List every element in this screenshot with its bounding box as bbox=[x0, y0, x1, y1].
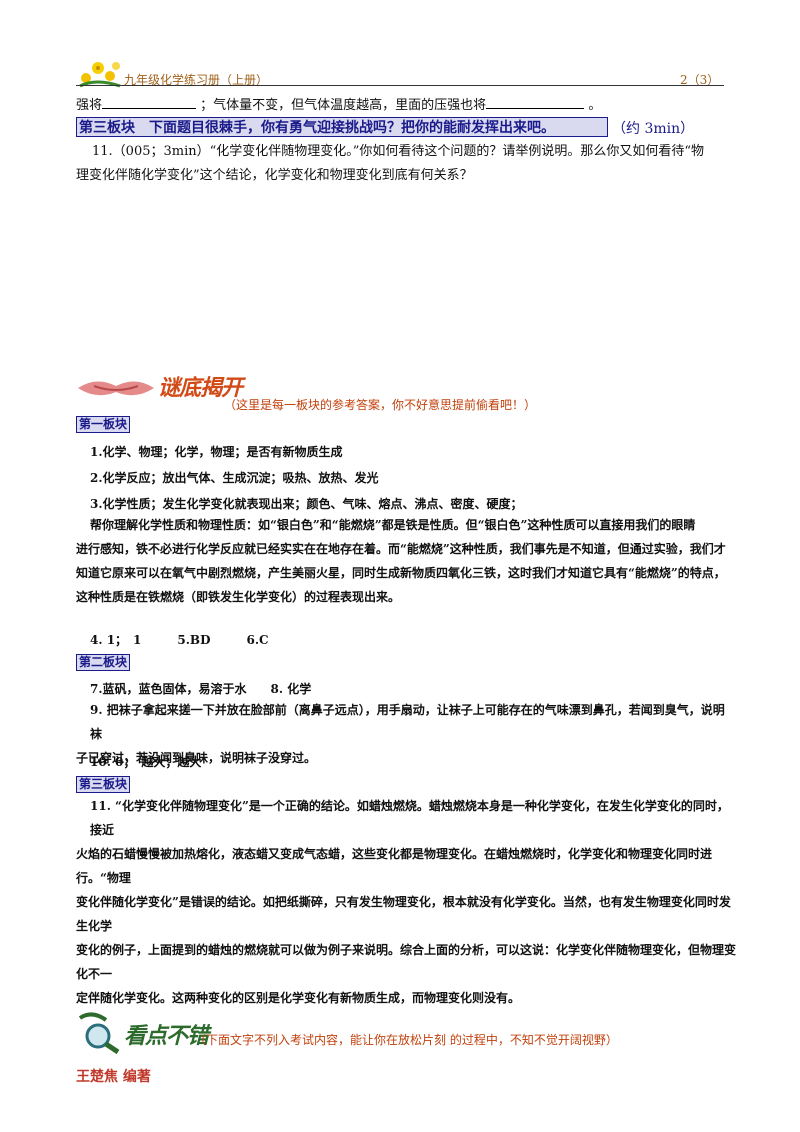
help-line: 进行感知，铁不必进行化学反应就已经实实在在地存在着。而“能燃烧”这种性质，我们事… bbox=[76, 542, 726, 556]
answer-1: 1.化学、物理；化学，物理；是否有新物质生成 bbox=[90, 445, 343, 459]
answers-subtitle: （这里是每一板块的参考答案，你不好意思提前偷看吧！） bbox=[224, 398, 537, 412]
answer-3: 3.化学性质；发生化学变化就表现出来；颜色、气味、熔点、沸点、密度、硬度； bbox=[90, 497, 523, 511]
answer-11-line: 变化伴随化学变化”是错误的结论。如把纸撕碎，只有发生物理变化，根本就没有化学变化… bbox=[76, 895, 731, 933]
handshake-icon bbox=[78, 381, 154, 396]
answer-10: 10. 0； 越大；越大 bbox=[90, 755, 202, 769]
answer-9: 9. 把袜子拿起来搓一下并放在脸部前（离鼻子远点），用手扇动，让袜子上可能存在的… bbox=[76, 698, 736, 770]
block2-label: 第二板块 bbox=[76, 654, 131, 671]
answer-blank-2[interactable] bbox=[486, 96, 585, 109]
block1-label: 第一板块 bbox=[76, 416, 131, 433]
author-credit: 王楚焦 编著 bbox=[76, 1069, 151, 1085]
answer-11-line: 定伴随化学变化。这两种变化的区别是化学变化有新物质生成，而物理变化则没有。 bbox=[76, 991, 521, 1005]
question-11-line-1: 11.（005；3min）“化学变化伴随物理变化。”你如何看待这个问题的？请举例… bbox=[92, 144, 705, 159]
answer-11-line: 火焰的石蜡慢慢被加热熔化，液态蜡又变成气态蜡，这些变化都是物理变化。在蜡烛燃烧时… bbox=[76, 847, 713, 885]
answer-9-line: 9. 把袜子拿起来搓一下并放在脸部前（离鼻子远点），用手扇动，让袜子上可能存在的… bbox=[90, 703, 725, 741]
section3-time: （约 3min） bbox=[612, 121, 695, 137]
answers-4-6: 4. 1； 1 5.BD 6.C bbox=[90, 633, 269, 647]
answers-7-8: 7.蓝矾，蓝色固体，易溶于水 8. 化学 bbox=[90, 682, 312, 696]
answer-blank-1[interactable] bbox=[102, 96, 197, 109]
help-line: 这种性质是在铁燃烧（即铁发生化学变化）的过程表现出来。 bbox=[76, 590, 401, 604]
answer-11-line: 变化的例子，上面提到的蜡烛的燃烧就可以做为例子来说明。综合上面的分析，可以这说：… bbox=[76, 943, 737, 981]
fill-prefix: 强将 bbox=[76, 98, 103, 113]
answer-11: 11. “化学变化伴随物理变化”是一个正确的结论。如蜡烛燃烧。蜡烛燃烧本身是一种… bbox=[76, 794, 736, 1010]
header-divider bbox=[76, 85, 724, 86]
block3-label: 第三板块 bbox=[76, 776, 131, 793]
answer-11-line: 11. “化学变化伴随物理变化”是一个正确的结论。如蜡烛燃烧。蜡烛燃烧本身是一种… bbox=[90, 799, 729, 837]
answer-2: 2.化学反应；放出气体、生成沉淀；吸热、放热、发光 bbox=[90, 471, 379, 485]
question-11-line-2: 理变化伴随化学变化”这个结论，化学变化和物理变化到底有何关系？ bbox=[76, 168, 473, 183]
flower-logo-icon bbox=[79, 62, 121, 88]
help-line: 帮你理解化学性质和物理性质：如“银白色”和“能燃烧”都是铁是性质。但“银白色”这… bbox=[90, 518, 696, 532]
footer-note-subtitle: （下面文字不列入考试内容，能让你在放松片刻 的过程中，不知不觉开阔视野） bbox=[194, 1033, 618, 1047]
header-title: 九年级化学练习册（上册） bbox=[124, 73, 269, 87]
fill-middle: ；气体量不变，但气体温度越高，里面的压强也将 bbox=[200, 98, 487, 113]
help-paragraph: 帮你理解化学性质和物理性质：如“银白色”和“能燃烧”都是铁是性质。但“银白色”这… bbox=[76, 513, 736, 609]
fill-suffix: 。 bbox=[588, 98, 602, 113]
footer-note-title: 看点不错 bbox=[124, 1023, 209, 1049]
magnifier-icon bbox=[78, 1012, 120, 1055]
answers-title: 谜底揭开 bbox=[158, 375, 243, 401]
answer-9-line: 子已穿过，若没闻到臭味，说明袜子没穿过。 bbox=[76, 751, 317, 765]
fill-in-line: 强将 ；气体量不变，但气体温度越高，里面的压强也将 。 bbox=[76, 94, 601, 113]
help-line: 知道它原来可以在氧气中剧烈燃烧，产生美丽火星，同时生成新物质四氧化三铁，这时我们… bbox=[76, 566, 726, 580]
section3-banner: 第三板块 下面题目很棘手，你有勇气迎接挑战吗？把你的能耐发挥出来吧。 bbox=[76, 117, 608, 137]
header-page-number: 2（3） bbox=[680, 73, 720, 87]
